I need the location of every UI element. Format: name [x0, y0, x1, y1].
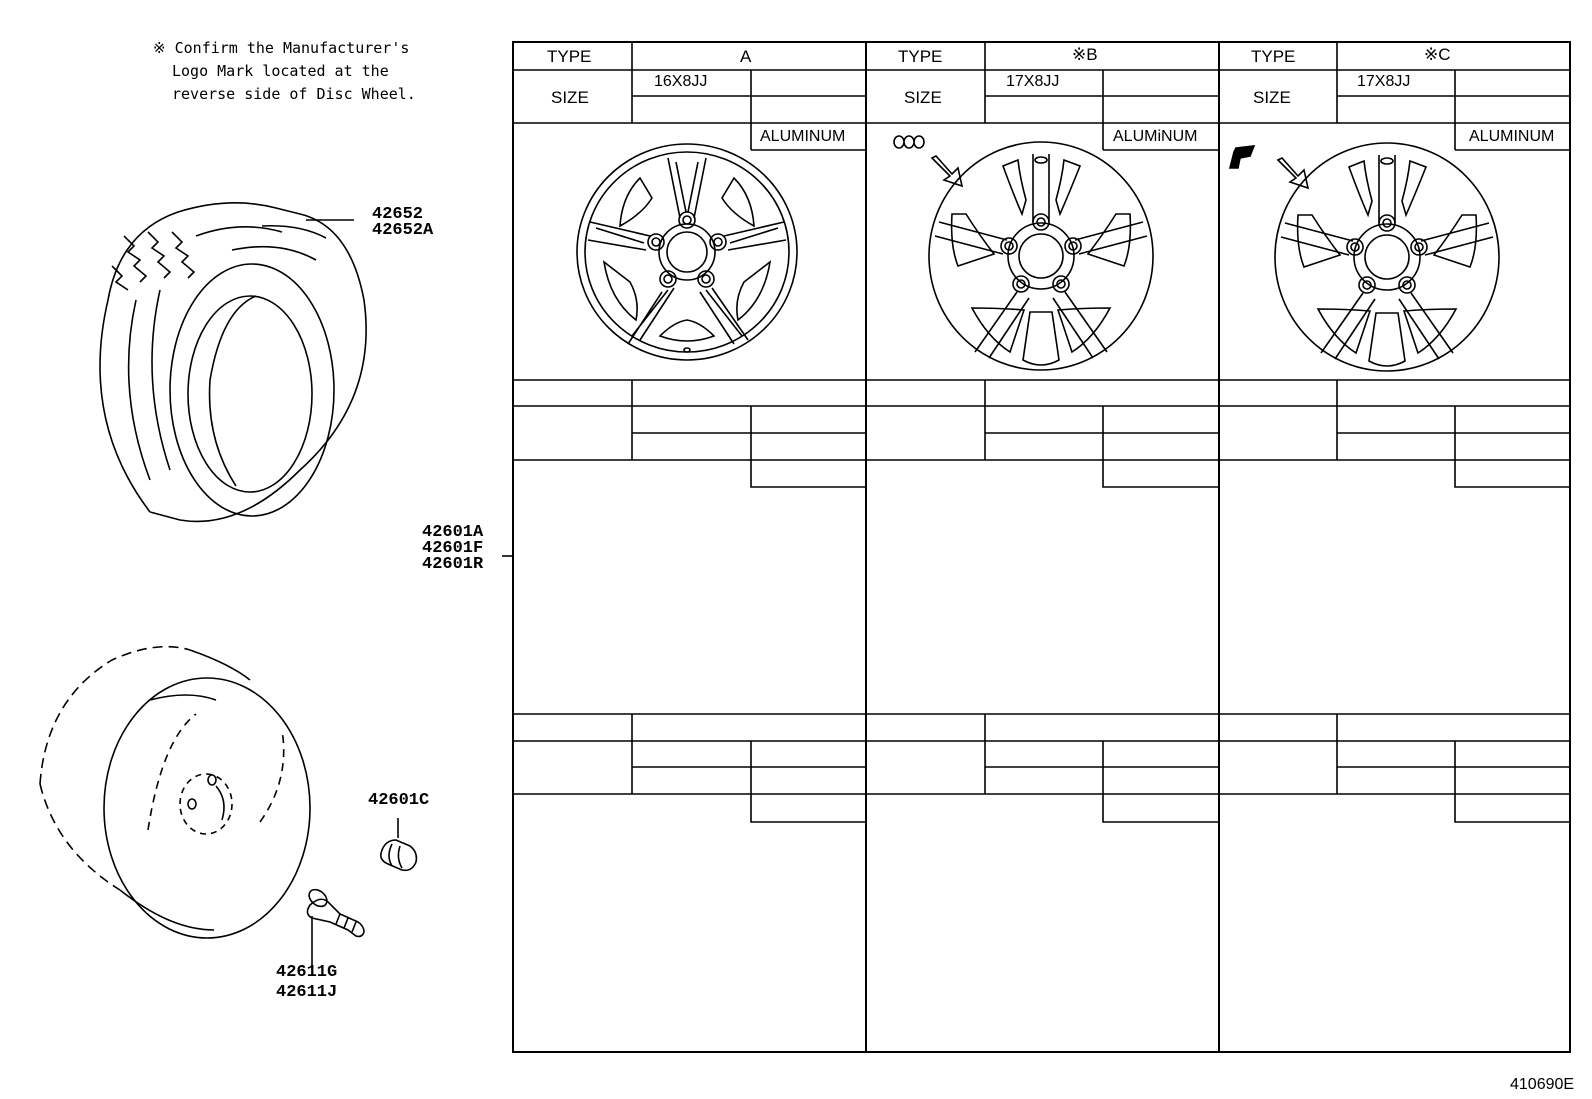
part-number-lug-nut: 42601C	[368, 791, 430, 810]
part-number-wheel-f: 42601F	[422, 539, 484, 558]
size-value-a: 16X8JJ	[654, 73, 708, 90]
material-a: ALUMINUM	[760, 128, 846, 145]
size-label-c: SIZE	[1253, 88, 1291, 107]
part-number-tire: 42652	[372, 205, 424, 224]
part-number-valve-g: 42611G	[276, 963, 338, 982]
table-frame	[512, 41, 1571, 1053]
part-number-valve-j: 42611J	[276, 983, 338, 1002]
type-label-a: TYPE	[547, 47, 592, 66]
wheel-a-drawing	[576, 143, 798, 361]
figure-id: 410690E	[1510, 1076, 1575, 1093]
type-label-b: TYPE	[898, 47, 943, 66]
type-value-a: A	[740, 47, 752, 66]
material-c: ALUMINUM	[1469, 128, 1555, 145]
part-number-wheel-a: 42601A	[422, 523, 484, 542]
logo-note-line-1: ※ Confirm the Manufacturer's	[153, 39, 410, 57]
material-b: ALUMiNUM	[1113, 128, 1198, 145]
size-value-c: 17X8JJ	[1357, 73, 1411, 90]
size-label-b: SIZE	[904, 88, 942, 107]
wheel-b-drawing	[893, 135, 1154, 371]
part-number-tire-alt: 42652A	[372, 221, 434, 240]
wheel-side-drawing	[39, 645, 311, 939]
type-label-c: TYPE	[1251, 47, 1296, 66]
valve-stem-drawing	[306, 888, 365, 968]
logo-note-line-3: reverse side of Disc Wheel.	[172, 85, 416, 103]
lug-nut-drawing	[380, 818, 418, 872]
size-label-a: SIZE	[551, 88, 589, 107]
type-value-c: ※C	[1424, 45, 1451, 64]
tire-drawing	[99, 202, 367, 523]
wheel-c-drawing	[1228, 142, 1500, 372]
part-number-wheel-r: 42601R	[422, 555, 484, 574]
size-value-b: 17X8JJ	[1006, 73, 1060, 90]
type-value-b: ※B	[1072, 45, 1098, 64]
logo-note-line-2: Logo Mark located at the	[172, 62, 389, 80]
